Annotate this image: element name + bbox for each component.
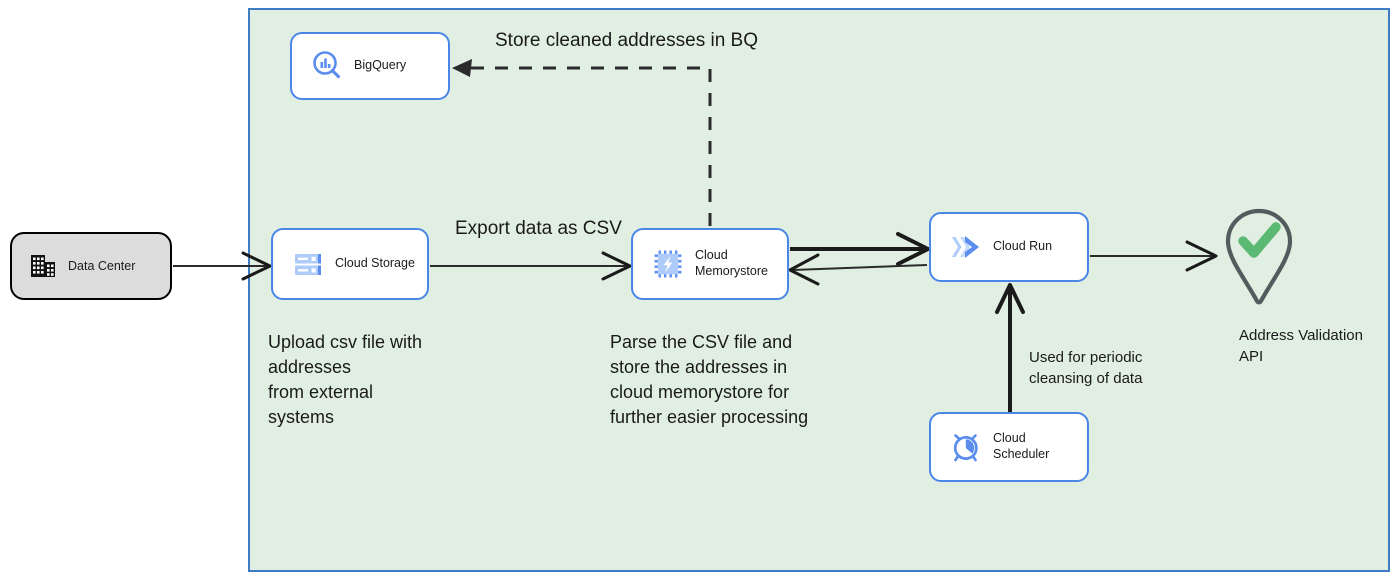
cloud-memorystore-icon <box>649 245 687 283</box>
node-label-cloud-memorystore: Cloud Memorystore <box>695 248 768 278</box>
edge-label-periodic-cleansing: Used for periodic cleansing of data <box>1029 349 1143 387</box>
node-label-bigquery: BigQuery <box>354 58 407 73</box>
gcp-boundary-container <box>248 8 1390 572</box>
node-label-cloud-run: Cloud Run <box>993 239 1053 254</box>
cloud-storage-icon <box>289 245 327 283</box>
cloud-run-icon <box>947 228 985 266</box>
node-label-data-center: Data Center <box>68 259 136 273</box>
node-label-address-validation-api: Address Validation API <box>1239 327 1363 365</box>
bigquery-icon <box>308 47 346 85</box>
node-label-cloud-scheduler: Cloud Scheduler <box>993 431 1050 461</box>
node-data-center[interactable]: Data Center <box>10 232 172 300</box>
node-cloud-run[interactable]: Cloud Run <box>929 212 1089 282</box>
building-icon <box>28 251 58 281</box>
cloud-scheduler-icon <box>947 428 985 466</box>
node-label-cloud-storage: Cloud Storage <box>335 256 415 271</box>
edge-label-export-csv: Export data as CSV <box>455 218 622 239</box>
node-cloud-memorystore[interactable]: Cloud Memorystore <box>631 228 789 300</box>
node-cloud-scheduler[interactable]: Cloud Scheduler <box>929 412 1089 482</box>
node-cloud-storage[interactable]: Cloud Storage <box>271 228 429 300</box>
annotation-parse-csv: Parse the CSV file and store the address… <box>610 332 809 427</box>
annotation-upload-csv: Upload csv file with addresses from exte… <box>268 332 423 427</box>
edge-label-store-in-bq: Store cleaned addresses in BQ <box>495 30 758 51</box>
node-bigquery[interactable]: BigQuery <box>290 32 450 100</box>
map-pin-check-icon[interactable] <box>1221 205 1297 309</box>
